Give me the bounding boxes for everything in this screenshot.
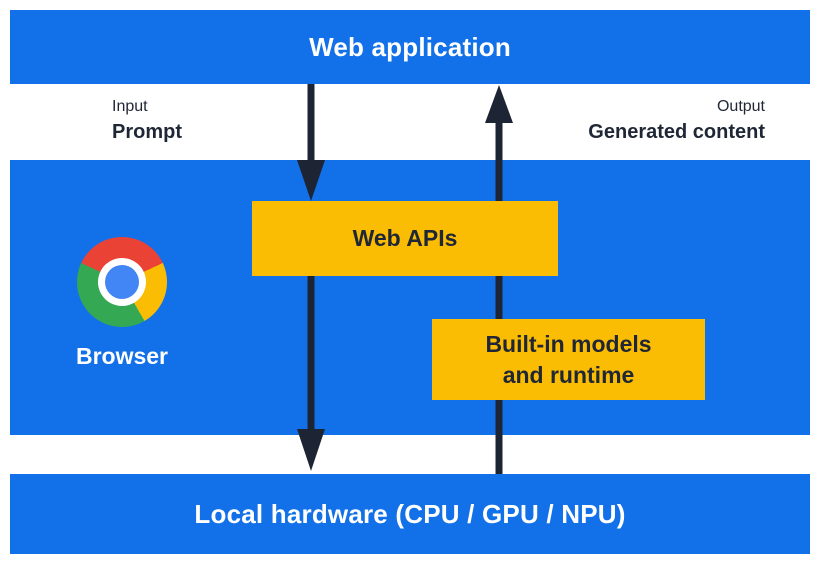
- down-arrow-shaft-top: [307, 84, 315, 163]
- browser-label: Browser: [75, 343, 169, 369]
- builtin-models-box: Built-in models and runtime: [432, 319, 705, 400]
- web-apis-label: Web APIs: [352, 225, 458, 251]
- down-arrowhead-bottom: [297, 429, 325, 471]
- local-hardware-layer: Local hardware (CPU / GPU / NPU): [10, 474, 810, 554]
- builtin-models-label-line2: and runtime: [502, 361, 635, 388]
- chrome-logo-center: [105, 265, 139, 299]
- builtin-models-label-line1: Built-in models: [485, 330, 652, 357]
- local-hardware-label: Local hardware (CPU / GPU / NPU): [194, 498, 626, 529]
- output-value: Generated content: [588, 121, 765, 143]
- web-application-label: Web application: [309, 31, 511, 62]
- web-apis-box: Web APIs: [252, 201, 558, 276]
- input-annotation: Input Prompt: [112, 97, 182, 144]
- input-value: Prompt: [112, 121, 182, 143]
- up-arrowhead: [485, 85, 513, 123]
- web-application-layer: Web application: [10, 10, 810, 84]
- output-annotation: Output Generated content: [588, 97, 765, 144]
- chrome-logo-icon: [77, 237, 167, 327]
- input-title: Input: [112, 98, 148, 115]
- output-title: Output: [716, 98, 765, 115]
